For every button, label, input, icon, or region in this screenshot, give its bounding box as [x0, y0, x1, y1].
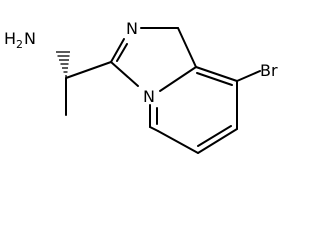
bond-c8-br [236, 70, 261, 82]
bond-c1-c8a [177, 27, 197, 68]
atom-label-ring-n-bridge: N [143, 87, 155, 106]
stereo-hash-bond [56, 51, 70, 77]
bond-c3-n4 [110, 61, 139, 87]
atom-label-ring-n-top: N [126, 19, 138, 38]
bond-c8a-c8 [195, 66, 238, 82]
bond-c8a-c8-double [196, 72, 233, 86]
bond-stereocenter-ring [65, 61, 112, 79]
bond-c3-n2-double [116, 43, 128, 62]
bond-c6-c5 [157, 130, 199, 154]
bond-c7-c6-double [197, 125, 232, 147]
bond-c5-c6-inner [149, 126, 159, 132]
atom-label-bromine: Br [260, 61, 278, 80]
atom-label-h-subscript: 2 [16, 38, 23, 51]
molecule-structure: H 2 N N N Br [4, 19, 278, 154]
bond-c3-n2 [110, 38, 125, 63]
bond-c7-c6 [197, 128, 238, 154]
atom-label-amine-n: N [24, 29, 36, 48]
bond-n4-c8a [159, 66, 197, 92]
atom-label-h: H [4, 29, 16, 48]
